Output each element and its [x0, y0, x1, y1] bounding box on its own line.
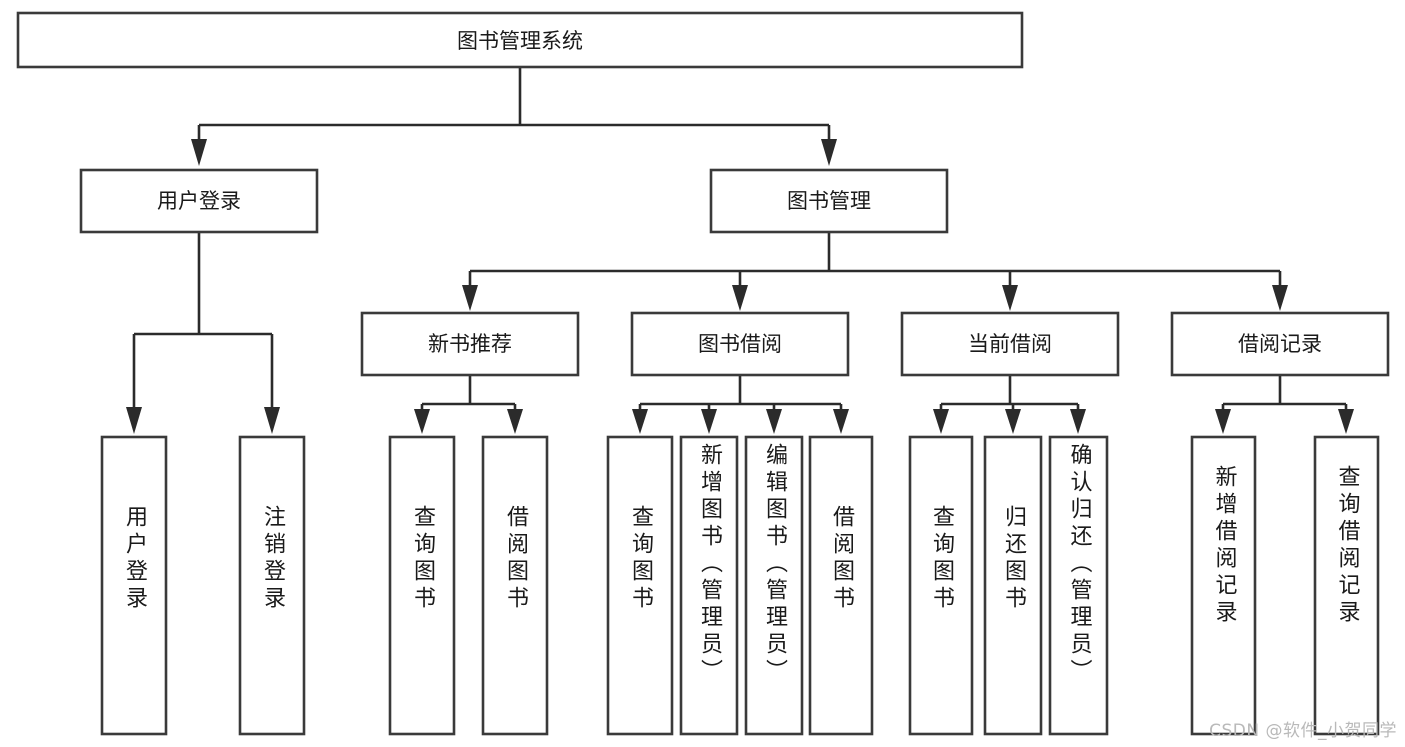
leaf-layer — [100, 435, 1380, 736]
watermark-text: CSDN @软件_小贺同学 — [1209, 721, 1397, 741]
leaf-box-logout[interactable] — [238, 435, 306, 736]
node-root[interactable]: 图书管理系统 — [16, 11, 1024, 69]
node-borrow-record[interactable]: 借阅记录 — [1170, 311, 1390, 377]
arrow-new-book-rec-leaf-1 — [414, 409, 430, 434]
node-root-box[interactable] — [16, 11, 1024, 69]
node-root-label: 图书管理系统 — [457, 29, 583, 53]
node-book-manage-box[interactable] — [709, 168, 949, 234]
arrow-book-manage-current-borrow — [1002, 285, 1018, 311]
leaf-box-borrow-book-1[interactable] — [481, 435, 549, 736]
node-user-login[interactable]: 用户登录 — [79, 168, 319, 234]
node-borrow-record-label: 借阅记录 — [1238, 332, 1322, 356]
arrow-root-to-book-manage — [821, 139, 837, 166]
arrow-borrow-record-leaf-1 — [1215, 409, 1231, 434]
node-new-book-rec-box[interactable] — [360, 311, 580, 377]
arrow-book-borrow-leaf-4 — [833, 409, 849, 434]
node-new-book-rec[interactable]: 新书推荐 — [360, 311, 580, 377]
node-current-borrow[interactable]: 当前借阅 — [900, 311, 1120, 377]
node-new-book-rec-label: 新书推荐 — [428, 332, 512, 356]
arrow-book-borrow-leaf-2 — [701, 409, 717, 434]
arrow-current-borrow-leaf-3 — [1070, 409, 1086, 434]
leaf-box-confirm-return[interactable] — [1048, 435, 1109, 736]
arrow-book-manage-new-book-rec — [462, 285, 478, 311]
node-book-borrow[interactable]: 图书借阅 — [630, 311, 850, 377]
arrow-user-login-leaf-1 — [126, 407, 142, 434]
arrow-current-borrow-leaf-2 — [1005, 409, 1021, 434]
leaf-box-query-book-2[interactable] — [606, 435, 674, 736]
leaf-box-add-book[interactable] — [679, 435, 739, 736]
node-book-borrow-box[interactable] — [630, 311, 850, 377]
arrow-root-to-user-login — [191, 139, 207, 166]
arrow-book-manage-borrow-record — [1272, 285, 1288, 311]
arrow-current-borrow-leaf-1 — [933, 409, 949, 434]
node-user-login-label: 用户登录 — [157, 189, 241, 213]
arrow-book-borrow-leaf-3 — [766, 409, 782, 434]
arrow-user-login-leaf-2 — [264, 407, 280, 434]
node-book-manage-label: 图书管理 — [787, 189, 871, 213]
node-current-borrow-label: 当前借阅 — [968, 332, 1052, 356]
leaf-box-query-book-3[interactable] — [908, 435, 974, 736]
leaf-box-return-book[interactable] — [983, 435, 1043, 736]
arrow-book-borrow-leaf-1 — [632, 409, 648, 434]
node-current-borrow-box[interactable] — [900, 311, 1120, 377]
node-book-manage[interactable]: 图书管理 — [709, 168, 949, 234]
leaf-box-borrow-book-2[interactable] — [808, 435, 874, 736]
arrow-book-manage-book-borrow — [732, 285, 748, 311]
arrow-borrow-record-leaf-2 — [1338, 409, 1354, 434]
leaf-box-add-record[interactable] — [1190, 435, 1257, 736]
connector-layer — [126, 67, 1354, 434]
arrow-new-book-rec-leaf-2 — [507, 409, 523, 434]
leaf-box-edit-book[interactable] — [744, 435, 804, 736]
node-user-login-box[interactable] — [79, 168, 319, 234]
leaf-box-query-record[interactable] — [1313, 435, 1380, 736]
node-borrow-record-box[interactable] — [1170, 311, 1390, 377]
leaf-box-user-login[interactable] — [100, 435, 168, 736]
leaf-box-query-book-1[interactable] — [388, 435, 456, 736]
node-book-borrow-label: 图书借阅 — [698, 332, 782, 356]
